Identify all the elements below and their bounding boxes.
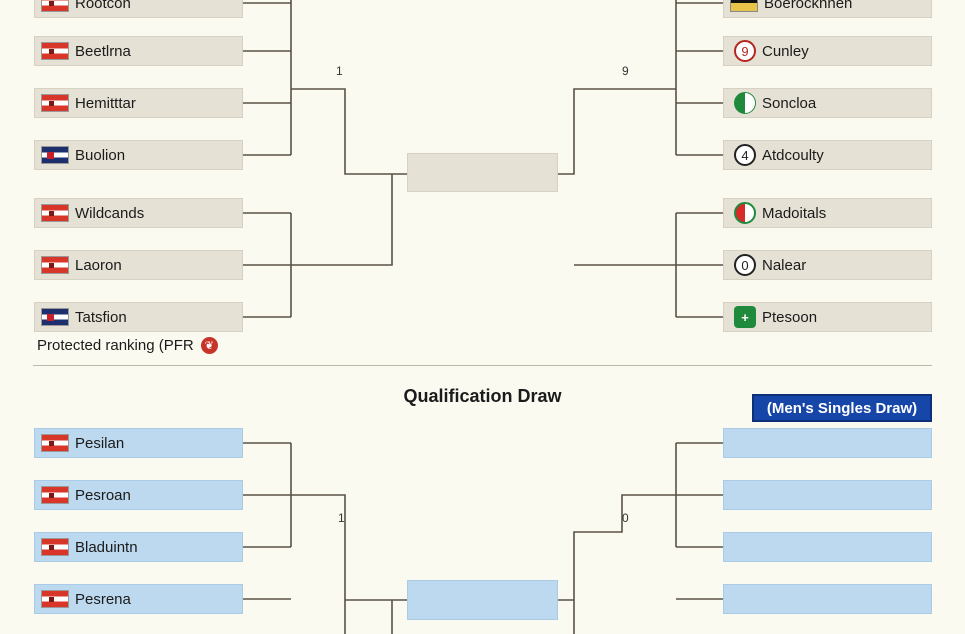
- red-white-flag-icon: [41, 538, 69, 556]
- green-cross-emblem-icon: +: [734, 306, 756, 328]
- left-player-slot[interactable]: Laoron: [34, 250, 243, 280]
- player-name: Atdcoulty: [762, 146, 824, 164]
- right-round-mark: 9: [622, 64, 629, 78]
- player-name: Madoitals: [762, 204, 827, 222]
- final-slot[interactable]: [407, 153, 558, 192]
- green-emblem-icon: [734, 92, 756, 114]
- right-player-slot[interactable]: 4 Atdcoulty: [723, 140, 932, 170]
- numbered-emblem-icon: 9: [734, 40, 756, 62]
- mens-singles-draw-button[interactable]: (Men's Singles Draw): [752, 394, 932, 422]
- player-name: Pesrena: [75, 590, 131, 608]
- qualifier-slot[interactable]: Pesilan: [34, 428, 243, 458]
- red-white-flag-icon: [41, 0, 69, 12]
- player-name: Boerockhnen: [764, 0, 853, 12]
- qualification-right-round-mark: 0: [622, 511, 629, 525]
- player-name: Bladuintn: [75, 538, 138, 556]
- left-player-slot[interactable]: Tatsfion: [34, 302, 243, 332]
- red-white-flag-icon: [41, 204, 69, 222]
- qualifier-empty-slot[interactable]: [723, 480, 932, 510]
- player-name: Hemitttar: [75, 94, 136, 112]
- qualifier-empty-slot[interactable]: [723, 584, 932, 614]
- player-name: Cunley: [762, 42, 809, 60]
- section-divider: [33, 365, 932, 366]
- player-name: Ptesoon: [762, 308, 818, 326]
- left-player-slot[interactable]: Hemitttar: [34, 88, 243, 118]
- qualifier-empty-slot[interactable]: [723, 532, 932, 562]
- qualifier-empty-slot[interactable]: [723, 428, 932, 458]
- player-name: Buolion: [75, 146, 126, 164]
- left-player-slot[interactable]: Buolion: [34, 140, 243, 170]
- player-name: Pesilan: [75, 434, 125, 452]
- legend-text: Protected ranking (PFR: [37, 337, 194, 354]
- right-player-slot[interactable]: Madoitals: [723, 198, 932, 228]
- qualification-title: Qualification Draw: [403, 386, 562, 406]
- right-player-slot[interactable]: 9 Cunley: [723, 36, 932, 66]
- left-player-slot[interactable]: Rootcon: [34, 0, 243, 18]
- left-player-slot[interactable]: Beetlrna: [34, 36, 243, 66]
- red-white-flag-icon: [41, 590, 69, 608]
- player-name: Tatsfion: [75, 308, 127, 326]
- qualifier-slot[interactable]: Bladuintn: [34, 532, 243, 562]
- qualification-final-slot[interactable]: [407, 580, 558, 620]
- pr-leaf-icon: ❦: [200, 337, 218, 354]
- player-name: Beetlrna: [75, 42, 131, 60]
- red-white-flag-icon: [41, 42, 69, 60]
- navy-red-flag-icon: [41, 146, 69, 164]
- right-player-slot[interactable]: + Ptesoon: [723, 302, 932, 332]
- red-white-flag-icon: [41, 434, 69, 452]
- red-green-emblem-icon: [734, 202, 756, 224]
- protected-ranking-legend: Protected ranking (PFR ❦: [37, 337, 218, 354]
- red-white-flag-icon: [41, 94, 69, 112]
- left-player-slot[interactable]: Wildcands: [34, 198, 243, 228]
- navy-red-flag-icon: [41, 308, 69, 326]
- player-name: Pesroan: [75, 486, 131, 504]
- player-name: Laoron: [75, 256, 122, 274]
- numbered-emblem-icon: 4: [734, 144, 756, 166]
- numbered-emblem-icon: 0: [734, 254, 756, 276]
- qualifier-slot[interactable]: Pesrena: [34, 584, 243, 614]
- black-gold-flag-icon: [730, 0, 758, 12]
- right-player-slot[interactable]: Boerockhnen: [723, 0, 932, 18]
- red-white-flag-icon: [41, 256, 69, 274]
- right-player-slot[interactable]: 0 Nalear: [723, 250, 932, 280]
- player-name: Nalear: [762, 256, 807, 274]
- right-player-slot[interactable]: Soncloa: [723, 88, 932, 118]
- qualifier-slot[interactable]: Pesroan: [34, 480, 243, 510]
- qualification-left-round-mark: 1: [338, 511, 345, 525]
- player-name: Rootcon: [75, 0, 131, 12]
- player-name: Wildcands: [75, 204, 145, 222]
- left-round-mark: 1: [336, 64, 343, 78]
- red-white-flag-icon: [41, 486, 69, 504]
- player-name: Soncloa: [762, 94, 817, 112]
